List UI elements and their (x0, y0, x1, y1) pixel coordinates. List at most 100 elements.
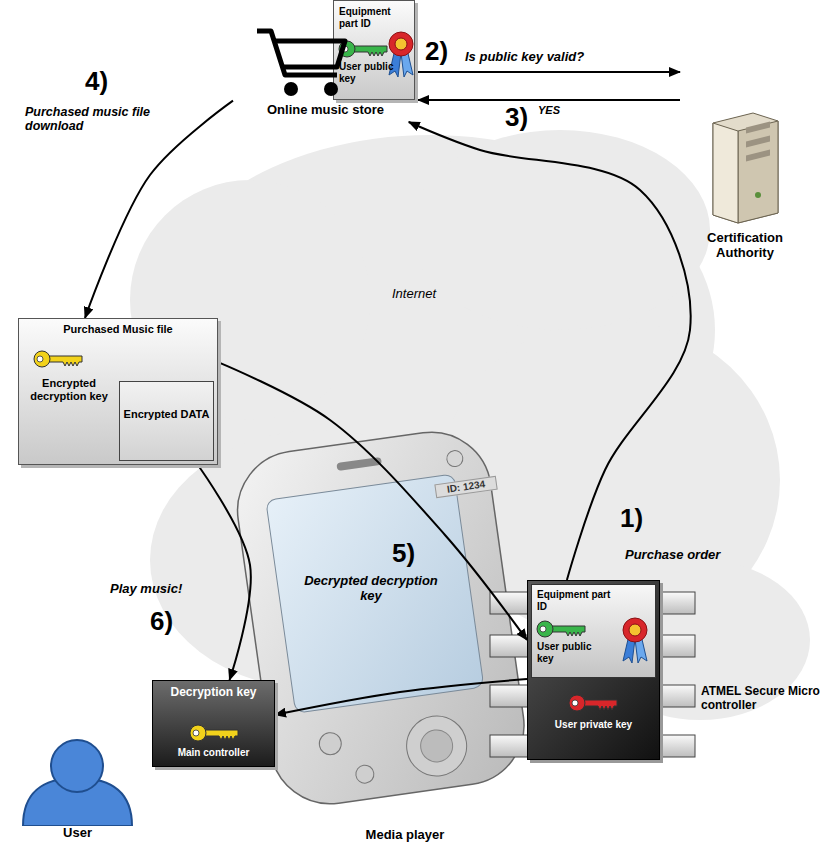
online-store: Online music store (233, 25, 418, 122)
node-icon-part-part (629, 624, 641, 636)
callout-number: 3) (505, 104, 528, 130)
media-player-body (230, 424, 532, 811)
secure-microcontroller: Equipment part IDUser public keyUser pri… (527, 580, 660, 760)
music-file-box: Purchased Music fileEncrypted decryption… (18, 318, 218, 465)
edge-label: Decrypted decryption key (296, 574, 446, 604)
node-text: ID: 1234 (434, 476, 497, 498)
flow-arrow (418, 99, 680, 101)
node-icon (189, 723, 239, 743)
node-text: User public key (339, 61, 394, 84)
node-icon (708, 105, 783, 225)
edge-label: Is public key valid? (465, 50, 635, 65)
node-icon-part-part (389, 32, 413, 56)
media-player-body-part (266, 474, 484, 713)
certificate-card: Equipment part ID User public key (333, 0, 415, 100)
flow-arrow (218, 362, 527, 640)
edge-label: Purchased music file download (25, 105, 175, 134)
chip-pins-part (490, 735, 530, 757)
flow-arrow (418, 71, 680, 73)
node-icon-part (708, 105, 783, 225)
node-icon-part-part (572, 700, 578, 706)
node-text: User (15, 826, 140, 841)
node-icon-part-part (395, 38, 407, 50)
edge-label: Purchase order (625, 548, 755, 563)
callout-number: 5) (392, 540, 415, 566)
edge-label: Play music! (110, 582, 210, 597)
node-icon-part-part (552, 626, 585, 636)
node-icon-part-part (34, 351, 50, 367)
node-text: Encrypted DATA (120, 408, 213, 421)
node-icon-part-part (584, 700, 617, 710)
node-icon-part (568, 693, 618, 713)
node-icon-part-part (284, 82, 298, 96)
node-text: Equipment part ID (339, 6, 411, 29)
media-player-body-part (318, 731, 343, 756)
chip-pins-part (490, 685, 530, 707)
node-icon (15, 738, 140, 826)
callout-number: 2) (425, 38, 448, 64)
node-icon-part-part (713, 123, 738, 223)
node-text: User private key (528, 719, 659, 731)
media-player-body-part (446, 450, 464, 468)
region-label: Internet (392, 287, 436, 300)
node-icon-part-part (37, 356, 43, 362)
chip-pins-part (657, 592, 695, 614)
media-player-body-part (355, 764, 375, 784)
user-figure: User (15, 738, 140, 846)
node-text: Encrypted decryption key (23, 377, 115, 402)
node-icon-part (620, 617, 650, 663)
node-icon-part-part (49, 356, 82, 366)
node-icon (620, 617, 650, 663)
encrypted-data-box: Encrypted DATA (119, 381, 214, 461)
certification-authority: Certification Authority (680, 55, 810, 270)
node-text: Media player (330, 828, 480, 843)
node-icon-part-part (540, 626, 546, 632)
node-icon-part-part (746, 150, 770, 162)
chip-pins-part (657, 635, 695, 657)
node-icon-part-part (738, 121, 778, 223)
node-icon (255, 25, 350, 100)
flow-arrow (275, 679, 527, 715)
media-player-body-part (403, 712, 471, 780)
node-text: Online music store (233, 103, 418, 118)
main-controller-box: Decryption keyMain controller (152, 680, 275, 767)
node-icon-part (33, 349, 83, 369)
node-icon-part-part (354, 46, 387, 56)
node-icon-part (15, 738, 140, 826)
node-icon-part (536, 619, 586, 639)
node-icon-part-part (623, 618, 647, 642)
node-text: Purchased Music file (19, 323, 217, 336)
node-text: Main controller (153, 747, 274, 759)
node-icon-part-part (190, 725, 206, 741)
media-player: ID: 1234Media player Equipment part IDUse… (240, 430, 670, 848)
chip-pins-part (490, 592, 530, 614)
node-icon-part (189, 723, 239, 743)
node-icon-part-part (713, 113, 778, 223)
node-icon (568, 693, 618, 713)
node-icon-part-part (274, 41, 345, 67)
flow-arrow (85, 101, 233, 318)
node-icon (33, 349, 83, 369)
node-text: Certification Authority (680, 231, 810, 261)
node-icon-part-part (755, 192, 761, 198)
node-icon (536, 619, 586, 639)
callout-number: 1) (620, 505, 643, 531)
node-icon-part-part (193, 730, 199, 736)
chip-pins-part (490, 635, 530, 657)
node-text: Decryption key (153, 686, 274, 700)
flow-arrow (195, 461, 251, 680)
node-icon-part-part (746, 136, 770, 148)
node-icon-part-part (205, 730, 238, 740)
media-player-body-part (230, 424, 532, 811)
node-text: User public key (537, 641, 607, 664)
edge-label: YES (538, 104, 578, 117)
node-icon-part (255, 25, 350, 100)
media-player-body-part (419, 728, 455, 764)
chip-pins-part (657, 735, 695, 757)
flow-arrow (409, 122, 691, 580)
node-icon-part-part (569, 695, 585, 711)
chip-pins-part (657, 685, 695, 707)
node-icon-part-part (746, 122, 770, 134)
